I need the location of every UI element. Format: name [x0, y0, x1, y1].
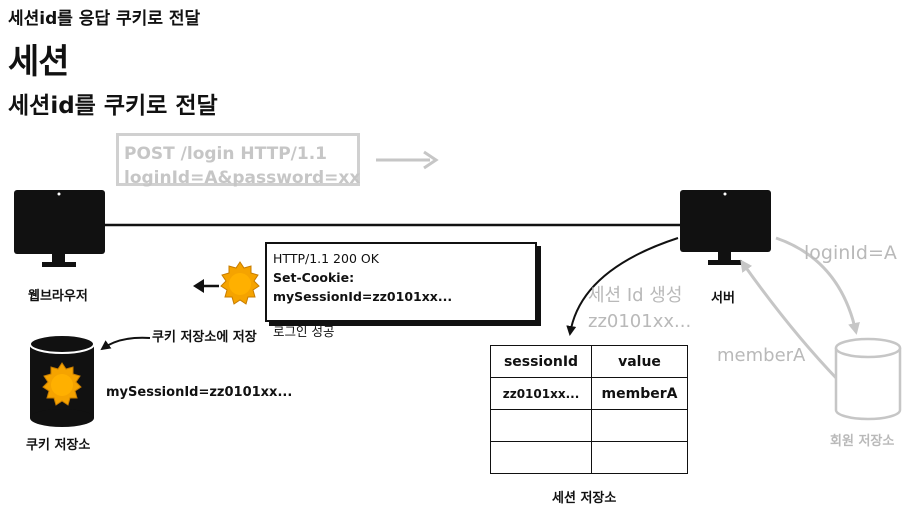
response-line-2: Set-Cookie: mySessionId=zz0101xx...: [273, 270, 453, 304]
response-message-box: HTTP/1.1 200 OK Set-Cookie: mySessionId=…: [265, 242, 537, 339]
browser-label: 웹브라우저: [28, 289, 88, 304]
table-row: [490, 409, 688, 442]
cookie-store-cylinder-icon: [29, 334, 95, 427]
table-cell: [591, 441, 688, 474]
stored-cookie-sun-icon: [42, 362, 82, 406]
table-header-session-id: sessionId: [490, 345, 592, 378]
table-header-value: value: [591, 345, 688, 378]
session-store-label: 세션 저장소: [552, 491, 617, 506]
save-cookie-label: 쿠키 저장소에 저장: [152, 330, 257, 345]
session-create-label: 세션 Id 생성 zz0101xx...: [588, 283, 691, 335]
request-line-2: loginId=A&password=xx: [124, 168, 361, 188]
member-request-label: loginId=A: [804, 242, 897, 264]
page-header: 세션id를 응답 쿠키로 전달: [8, 9, 201, 29]
cookie-value-label: mySessionId=zz0101xx...: [106, 385, 293, 400]
table-cell: zz0101xx...: [490, 377, 592, 410]
response-line-1: HTTP/1.1 200 OK: [273, 251, 379, 266]
server-label: 서버: [711, 291, 735, 306]
member-store-label: 회원 저장소: [830, 434, 895, 449]
member-request-arrow: [775, 236, 860, 335]
request-line-1: POST /login HTTP/1.1: [124, 144, 327, 164]
table-row: [490, 441, 688, 474]
session-create-line-1: 세션 Id 생성: [588, 285, 683, 306]
create-session-arrow: [566, 237, 679, 336]
response-line-3: 로그인 성공: [273, 324, 335, 339]
table-header-row: sessionId value: [490, 345, 688, 378]
page-subtitle: 세션id를 쿠키로 전달: [8, 93, 218, 119]
table-cell: [490, 409, 592, 442]
request-message-box: POST /login HTTP/1.1 loginId=A&password=…: [116, 133, 360, 188]
server-monitor-icon: [680, 190, 771, 265]
table-cell: [591, 409, 688, 442]
browser-monitor-icon: [14, 190, 105, 267]
request-arrow: [376, 150, 439, 170]
session-table: sessionId value zz0101xx... memberA: [490, 345, 688, 474]
member-response-label: memberA: [717, 345, 806, 366]
table-row: zz0101xx... memberA: [490, 377, 688, 410]
cookie-store-label: 쿠키 저장소: [26, 438, 91, 453]
member-response-arrow: [740, 259, 840, 382]
response-arrow: [193, 279, 219, 293]
page-title: 세션: [8, 42, 70, 82]
table-cell: [490, 441, 592, 474]
session-create-line-2: zz0101xx...: [588, 311, 692, 332]
member-store-cylinder-icon: [834, 337, 902, 421]
save-cookie-arrow: [100, 336, 151, 351]
table-cell: memberA: [591, 377, 688, 410]
cookie-sun-icon: [220, 261, 260, 305]
